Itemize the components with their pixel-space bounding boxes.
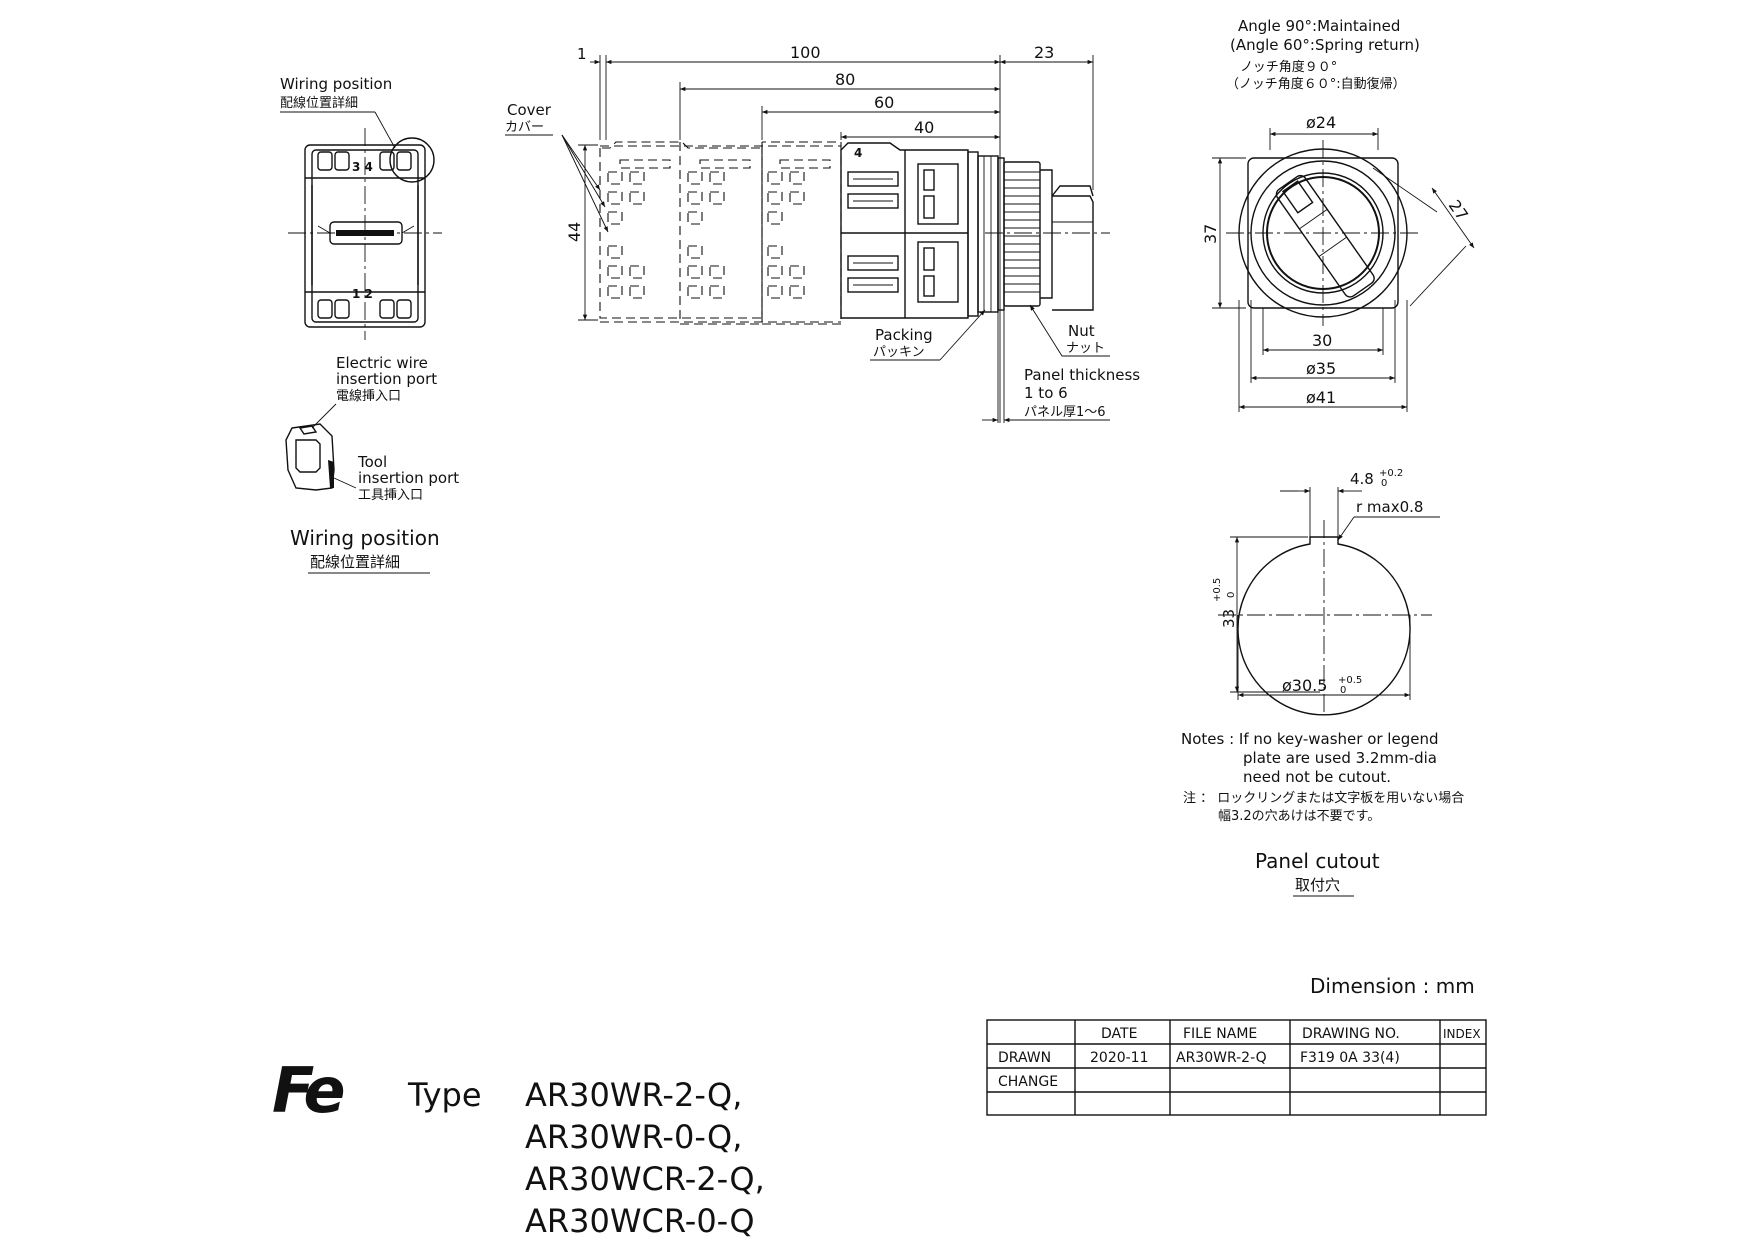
dim-44: 44 — [565, 222, 584, 242]
dim-80: 80 — [835, 70, 855, 89]
rear-view-wiring: Wiring position 配線位置詳細 3 4 1 2 — [280, 75, 442, 340]
row-drawn-label: DRAWN — [998, 1050, 1051, 1066]
row-drawn-drawing: F319 0A 33(4) — [1300, 1050, 1400, 1066]
panel-cutout-en: Panel cutout — [1255, 849, 1380, 873]
dim-cutout-diameter-tol-lo: 0 — [1340, 685, 1346, 696]
electric-wire-en2: insertion port — [336, 370, 437, 388]
dim-cutout-width-tol-up: +0.2 — [1379, 468, 1403, 479]
dim-cutout-height: 33 — [1220, 609, 1238, 628]
model-2: AR30WR-0-Q, — [525, 1118, 742, 1156]
notes-line-4: 注 ： ロックリングまたは文字板を用いない場合 — [1183, 791, 1464, 806]
terminal-number-bottom: 1 2 — [352, 287, 373, 301]
dim-cutout-diameter-tol-up: +0.5 — [1338, 675, 1362, 686]
side-view: 1 100 23 80 60 40 Cover カバー 44 — [505, 43, 1140, 423]
packing-label-en: Packing — [875, 326, 933, 344]
panel-thickness-en1: Panel thickness — [1024, 366, 1140, 384]
tool-port-jp: 工具挿入口 — [358, 488, 423, 503]
cover-label-jp: カバー — [505, 120, 544, 135]
dim-cutout-diameter: ø30.5 — [1282, 676, 1327, 695]
type-designation: Fe Type AR30WR-2-Q, AR30WR-0-Q, AR30WCR-… — [272, 1054, 765, 1240]
electric-wire-en1: Electric wire — [336, 354, 428, 372]
dim-40: 40 — [914, 118, 934, 137]
header-index: INDEX — [1443, 1027, 1481, 1041]
title-block: Dimension : mm DATE FILE NAME DRAWING NO… — [986, 974, 1487, 1116]
panel-cutout-jp: 取付穴 — [1295, 876, 1340, 894]
tool-port-en2: insertion port — [358, 469, 459, 487]
header-file-name: FILE NAME — [1183, 1026, 1257, 1042]
front-view: Angle 90°:Maintained (Angle 60°:Spring r… — [1201, 17, 1475, 412]
nut-label-en: Nut — [1068, 322, 1095, 340]
brand-logo: Fe — [272, 1054, 344, 1127]
dim-phi24: ø24 — [1306, 113, 1336, 132]
notes-line-3: need not be cutout. — [1243, 768, 1391, 786]
wire-insertion-detail: Electric wire insertion port 電線挿入口 Tool … — [285, 354, 459, 574]
wiring-label-bottom-jp: 配線位置詳細 — [310, 553, 400, 571]
model-3: AR30WCR-2-Q, — [525, 1160, 765, 1198]
terminal-number-side: 4 — [854, 146, 862, 160]
dim-37: 37 — [1201, 224, 1220, 244]
dim-phi41: ø41 — [1306, 388, 1336, 407]
dimension-unit: Dimension : mm — [1310, 974, 1475, 998]
dim-60: 60 — [874, 93, 894, 112]
wiring-label-top-jp: 配線位置詳細 — [280, 95, 358, 111]
header-date: DATE — [1101, 1026, 1137, 1042]
model-4: AR30WCR-0-Q — [525, 1202, 755, 1240]
dim-cutout-width-tol-lo: 0 — [1381, 478, 1387, 489]
row-drawn-date: 2020-11 — [1090, 1050, 1149, 1066]
dim-cutout-width: 4.8 — [1350, 470, 1374, 488]
dim-30: 30 — [1312, 331, 1332, 350]
dim-23: 23 — [1034, 43, 1054, 62]
dim-rmax: r max0.8 — [1356, 498, 1423, 516]
wiring-label-bottom-en: Wiring position — [290, 526, 440, 550]
angle-note-4: （ノッチ角度６０°:自動復帰） — [1226, 76, 1406, 92]
packing-label-jp: パッキン — [873, 345, 925, 360]
angle-note-2: (Angle 60°:Spring return) — [1230, 36, 1420, 54]
dim-phi35: ø35 — [1306, 359, 1336, 378]
panel-cutout-drawing: 4.8 +0.2 0 r max0.8 33 +0.5 0 ø30.5 +0.5… — [1181, 468, 1464, 897]
dim-100: 100 — [790, 43, 821, 62]
header-drawing-no: DRAWING NO. — [1302, 1026, 1400, 1042]
terminal-number-top: 3 4 — [352, 160, 373, 174]
dim-1: 1 — [577, 45, 587, 63]
panel-thickness-en2: 1 to 6 — [1024, 384, 1068, 402]
notes-line-1: Notes : If no key-washer or legend — [1181, 730, 1438, 748]
notes-line-5: 幅3.2の穴あけは不要です。 — [1218, 809, 1380, 824]
nut-label-jp: ナット — [1066, 341, 1105, 356]
electric-wire-jp: 電線挿入口 — [336, 388, 401, 404]
dim-cutout-height-tol-lo: 0 — [1226, 592, 1237, 598]
panel-thickness-jp: パネル厚1～6 — [1024, 405, 1106, 420]
dim-cutout-height-tol-up: +0.5 — [1212, 578, 1223, 602]
row-change-label: CHANGE — [998, 1074, 1058, 1090]
model-1: AR30WR-2-Q, — [525, 1076, 742, 1114]
notes-line-2: plate are used 3.2mm-dia — [1243, 749, 1437, 767]
angle-note-1: Angle 90°:Maintained — [1238, 17, 1400, 35]
wiring-label-top-en: Wiring position — [280, 75, 392, 93]
type-prefix: Type — [407, 1076, 482, 1114]
tool-port-en1: Tool — [357, 453, 387, 471]
row-drawn-file: AR30WR-2-Q — [1176, 1050, 1267, 1066]
cover-label-en: Cover — [507, 101, 552, 119]
angle-note-3: ノッチ角度９０° — [1240, 59, 1337, 75]
dim-27: 27 — [1445, 196, 1472, 224]
